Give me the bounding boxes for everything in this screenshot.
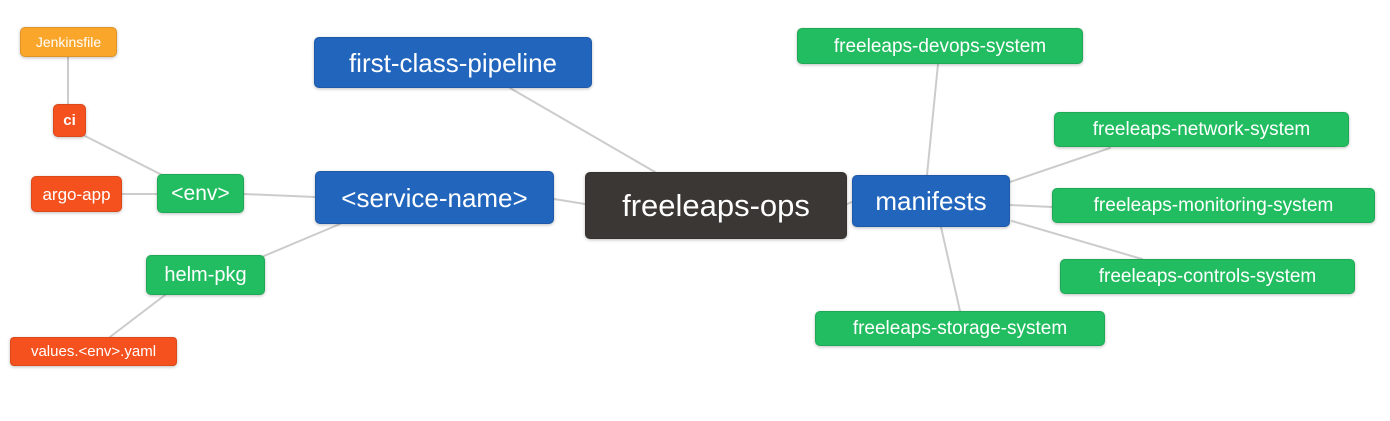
edge-ci-env [84,135,163,176]
edge-manifests-monitoring [1009,204,1053,208]
edge-manifests-devops [926,63,939,176]
edge-pipeline-freeleaps-ops [509,87,656,173]
node-service-name[interactable]: <service-name> [315,171,554,224]
edge-service-name-freeleaps-ops [553,198,586,205]
node-env[interactable]: <env> [157,174,244,213]
node-freeleaps-network-system[interactable]: freeleaps-network-system [1054,112,1349,147]
node-freeleaps-devops-system[interactable]: freeleaps-devops-system [797,28,1083,64]
node-values-env-yaml[interactable]: values.<env>.yaml [10,337,177,366]
node-argo-app[interactable]: argo-app [31,176,122,212]
edge-helm-pkg-values [109,294,166,338]
node-helm-pkg[interactable]: helm-pkg [146,255,265,295]
node-jenkinsfile[interactable]: Jenkinsfile [20,27,117,57]
edge-manifests-controls [1011,220,1143,260]
node-manifests[interactable]: manifests [852,175,1010,227]
edge-manifests-network [1009,147,1111,183]
edge-env-service-name [243,193,316,198]
edge-service-name-helm-pkg [263,223,341,257]
node-freeleaps-ops-root[interactable]: freeleaps-ops [585,172,847,239]
node-freeleaps-monitoring-system[interactable]: freeleaps-monitoring-system [1052,188,1375,223]
node-first-class-pipeline[interactable]: first-class-pipeline [314,37,592,88]
node-freeleaps-storage-system[interactable]: freeleaps-storage-system [815,311,1105,346]
node-freeleaps-controls-system[interactable]: freeleaps-controls-system [1060,259,1355,294]
edge-manifests-storage [940,226,961,312]
node-ci[interactable]: ci [53,104,86,137]
